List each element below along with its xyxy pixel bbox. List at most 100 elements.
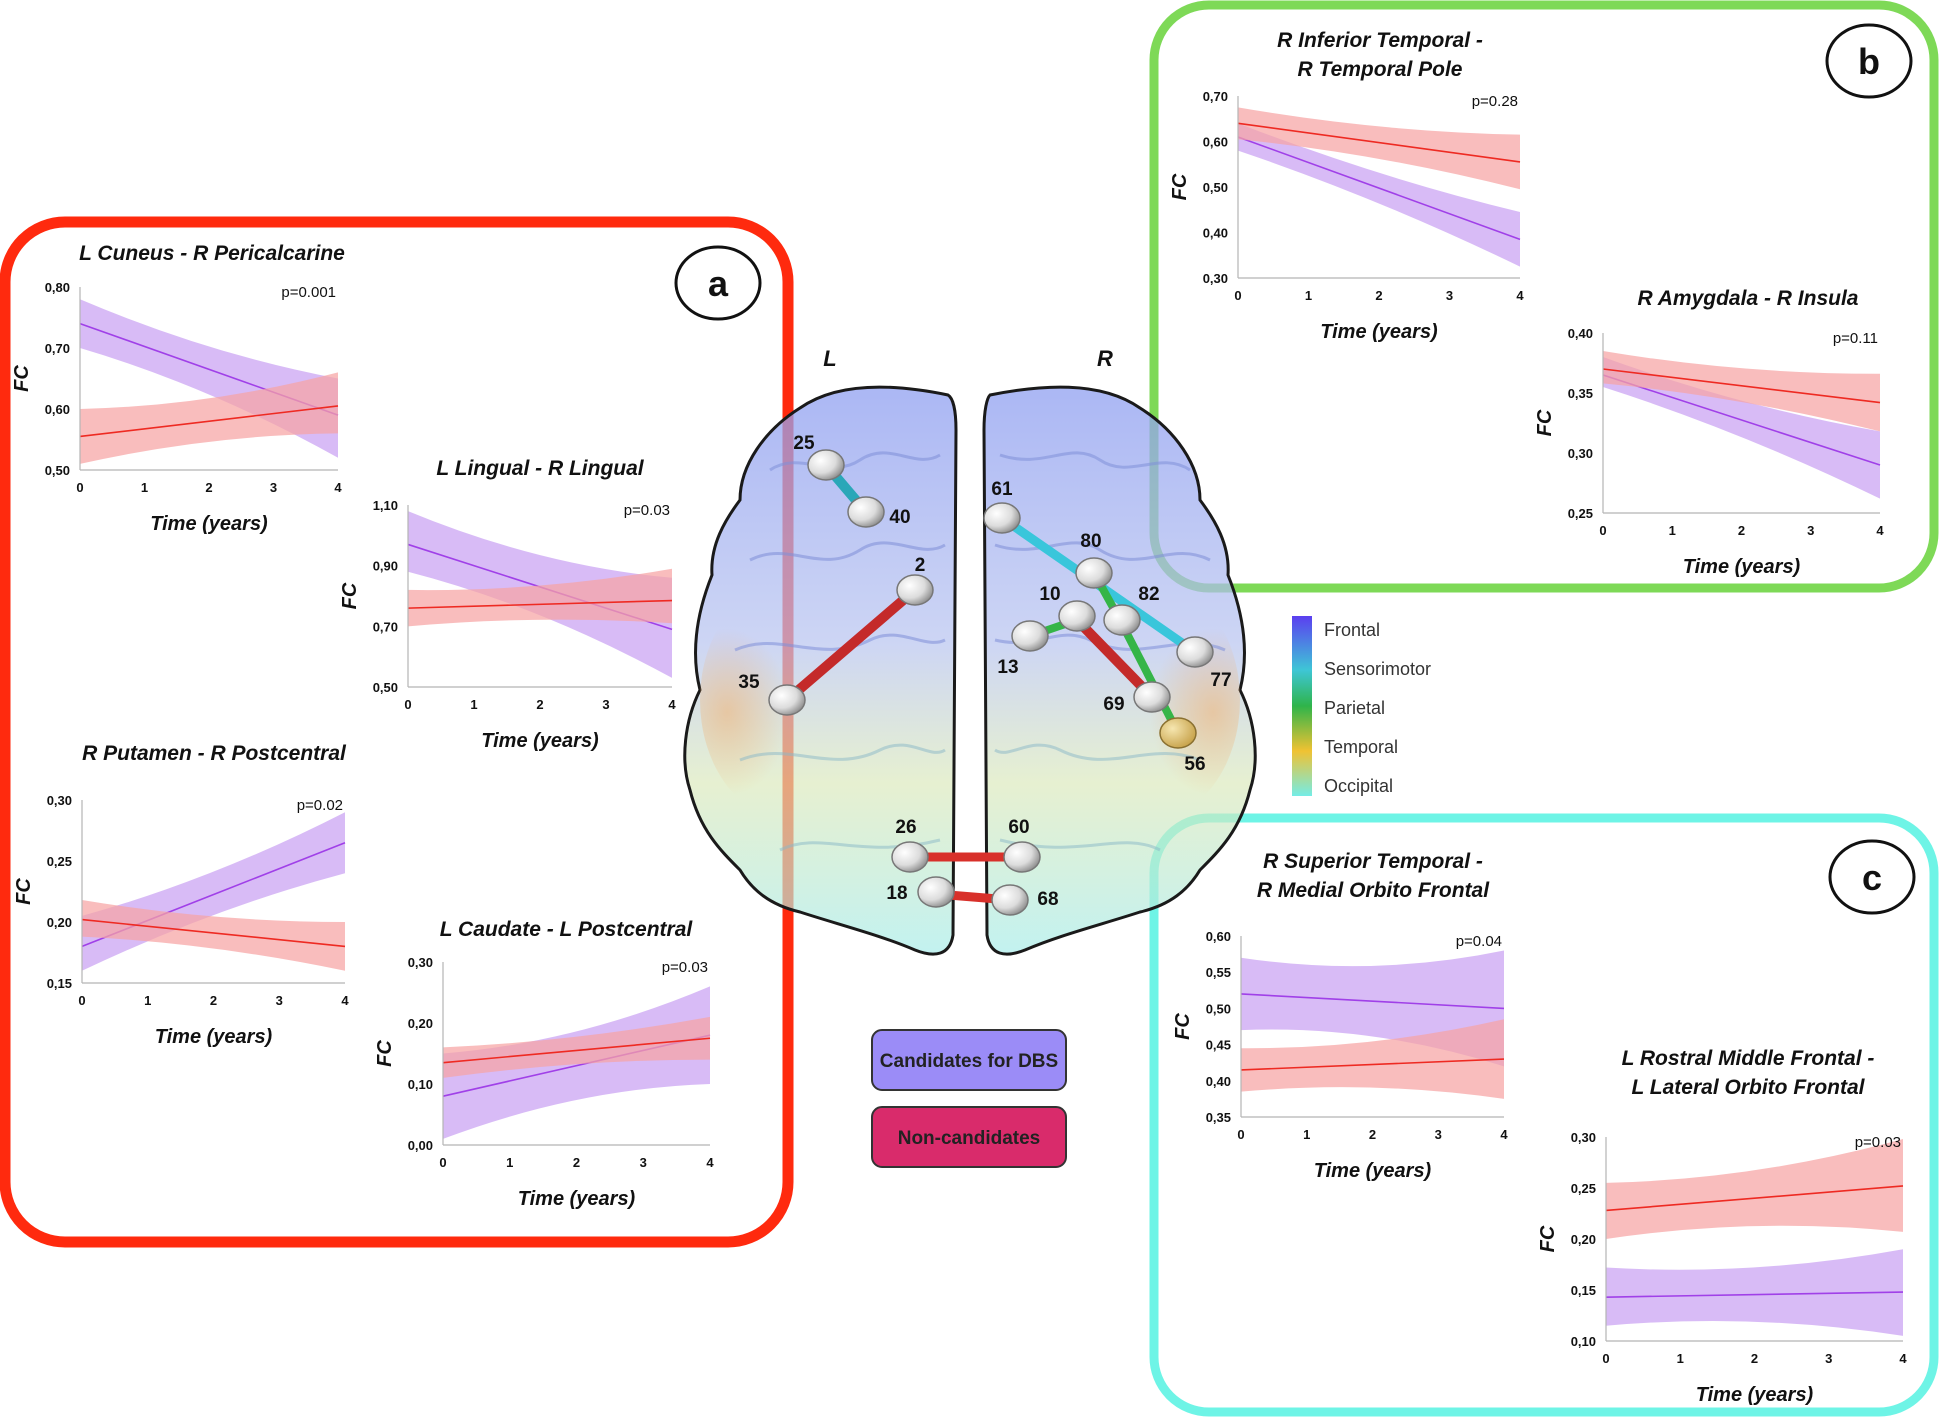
confidence-band-noncandidates xyxy=(1238,107,1520,190)
brain-node-25 xyxy=(807,449,845,481)
y-axis-label: FC xyxy=(13,878,35,905)
y-tick-label: 0,50 xyxy=(1206,1001,1231,1016)
x-tick-label: 3 xyxy=(276,993,283,1008)
x-tick-label: 4 xyxy=(706,1155,714,1170)
x-axis-label: Time (years) xyxy=(1320,321,1438,343)
y-tick-label: 0,50 xyxy=(1203,180,1228,195)
x-tick-label: 2 xyxy=(1738,523,1745,538)
brain-node-35 xyxy=(768,684,806,716)
y-tick-label: 0,50 xyxy=(373,680,398,695)
x-axis-label: Time (years) xyxy=(150,513,268,535)
y-tick-label: 0,45 xyxy=(1206,1038,1231,1053)
lobe-legend-colorbar xyxy=(1292,616,1312,796)
x-tick-label: 0 xyxy=(404,697,411,712)
x-tick-label: 0 xyxy=(1237,1127,1244,1142)
y-axis-label: FC xyxy=(1172,1013,1194,1040)
x-tick-label: 2 xyxy=(536,697,543,712)
confidence-band-candidates xyxy=(1603,357,1880,499)
confidence-band-noncandidates xyxy=(1606,1139,1903,1239)
x-tick-label: 1 xyxy=(1669,523,1676,538)
lobe-legend-item-sensorimotor: Sensorimotor xyxy=(1324,659,1431,679)
node-label-10: 10 xyxy=(1039,584,1060,605)
trend-line-noncandidates xyxy=(1237,122,1521,163)
chart-rostral: L Rostral Middle Frontal -L Lateral Orbi… xyxy=(1537,1047,1907,1406)
p-value-label: p=0.11 xyxy=(1833,330,1878,347)
confidence-band-noncandidates xyxy=(408,568,672,627)
brain-node-labels: 25 40 2 35 61 80 10 82 13 77 69 56 26 60… xyxy=(738,433,1231,910)
x-tick-label: 1 xyxy=(141,480,148,495)
x-tick-label: 2 xyxy=(205,480,212,495)
y-tick-label: 0,70 xyxy=(1203,89,1228,104)
trend-line-candidates xyxy=(1605,1291,1904,1298)
x-axis-label: Time (years) xyxy=(518,1188,636,1210)
lobe-legend-item-temporal: Temporal xyxy=(1324,737,1398,757)
confidence-band-noncandidates xyxy=(82,900,345,971)
x-tick-label: 3 xyxy=(602,697,609,712)
x-axis-label: Time (years) xyxy=(1683,556,1801,578)
x-tick-label: 0 xyxy=(78,993,85,1008)
x-axis-label: Time (years) xyxy=(481,730,599,752)
brain-node-80 xyxy=(1075,557,1113,589)
node-label-56: 56 xyxy=(1184,754,1205,775)
chart-title: R Temporal Pole xyxy=(1298,58,1463,81)
x-tick-label: 2 xyxy=(1751,1351,1758,1366)
brain-node-10 xyxy=(1058,600,1096,632)
chart-title: R Amygdala - R Insula xyxy=(1638,287,1859,310)
y-tick-label: 0,20 xyxy=(408,1016,433,1031)
confidence-band-noncandidates xyxy=(1241,1019,1504,1099)
node-label-13: 13 xyxy=(997,657,1018,678)
node-label-80: 80 xyxy=(1080,531,1101,552)
trend-line-candidates xyxy=(1602,374,1881,466)
legend-candidates-label: Candidates for DBS xyxy=(880,1051,1058,1072)
brain-node-18 xyxy=(917,876,955,908)
x-tick-label: 4 xyxy=(1876,523,1884,538)
p-value-label: p=0.001 xyxy=(281,284,336,301)
legend-noncandidates-box xyxy=(871,1106,1067,1168)
y-tick-label: 0,25 xyxy=(47,854,72,869)
brain-node-40 xyxy=(847,496,885,528)
x-tick-label: 4 xyxy=(1516,288,1524,303)
node-label-25: 25 xyxy=(793,433,815,454)
brain-node-69 xyxy=(1133,681,1171,713)
chart-title: R Superior Temporal - xyxy=(1263,850,1483,873)
node-label-2: 2 xyxy=(915,555,926,576)
node-label-77: 77 xyxy=(1210,670,1231,691)
y-tick-label: 0,30 xyxy=(1568,446,1593,461)
lobe-legend-item-parietal: Parietal xyxy=(1324,698,1385,718)
x-tick-label: 0 xyxy=(439,1155,446,1170)
y-tick-label: 0,10 xyxy=(1571,1334,1596,1349)
brain-figure: L R xyxy=(683,346,1257,956)
y-axis-label: FC xyxy=(339,582,361,609)
brain-node-26 xyxy=(891,841,929,873)
x-tick-label: 2 xyxy=(1369,1127,1376,1142)
x-tick-label: 1 xyxy=(1677,1351,1684,1366)
brain-node-56 xyxy=(1159,717,1197,749)
chart-title: L Caudate - L Postcentral xyxy=(440,918,694,941)
trend-line-candidates xyxy=(1237,136,1521,241)
brain-node-2 xyxy=(896,574,934,606)
x-tick-label: 2 xyxy=(573,1155,580,1170)
y-tick-label: 0,35 xyxy=(1206,1110,1231,1125)
panel-b-badge: b xyxy=(1825,23,1913,99)
trend-line-noncandidates xyxy=(442,1037,711,1064)
y-tick-label: 0,60 xyxy=(1206,929,1231,944)
trend-line-noncandidates xyxy=(1240,1058,1505,1071)
panel-a-letter: a xyxy=(708,263,729,304)
x-tick-label: 4 xyxy=(1899,1351,1907,1366)
chart-title: R Putamen - R Postcentral xyxy=(82,742,347,765)
y-tick-label: 0,40 xyxy=(1203,226,1228,241)
node-label-18: 18 xyxy=(886,883,907,904)
y-tick-label: 0,10 xyxy=(408,1077,433,1092)
y-tick-label: 0,25 xyxy=(1568,506,1593,521)
x-tick-label: 4 xyxy=(668,697,676,712)
brain-node-60 xyxy=(1003,841,1041,873)
legend-candidates-box xyxy=(871,1029,1067,1091)
y-tick-label: 0,00 xyxy=(408,1138,433,1153)
node-label-68: 68 xyxy=(1037,889,1058,910)
x-axis-label: Time (years) xyxy=(1314,1160,1432,1182)
